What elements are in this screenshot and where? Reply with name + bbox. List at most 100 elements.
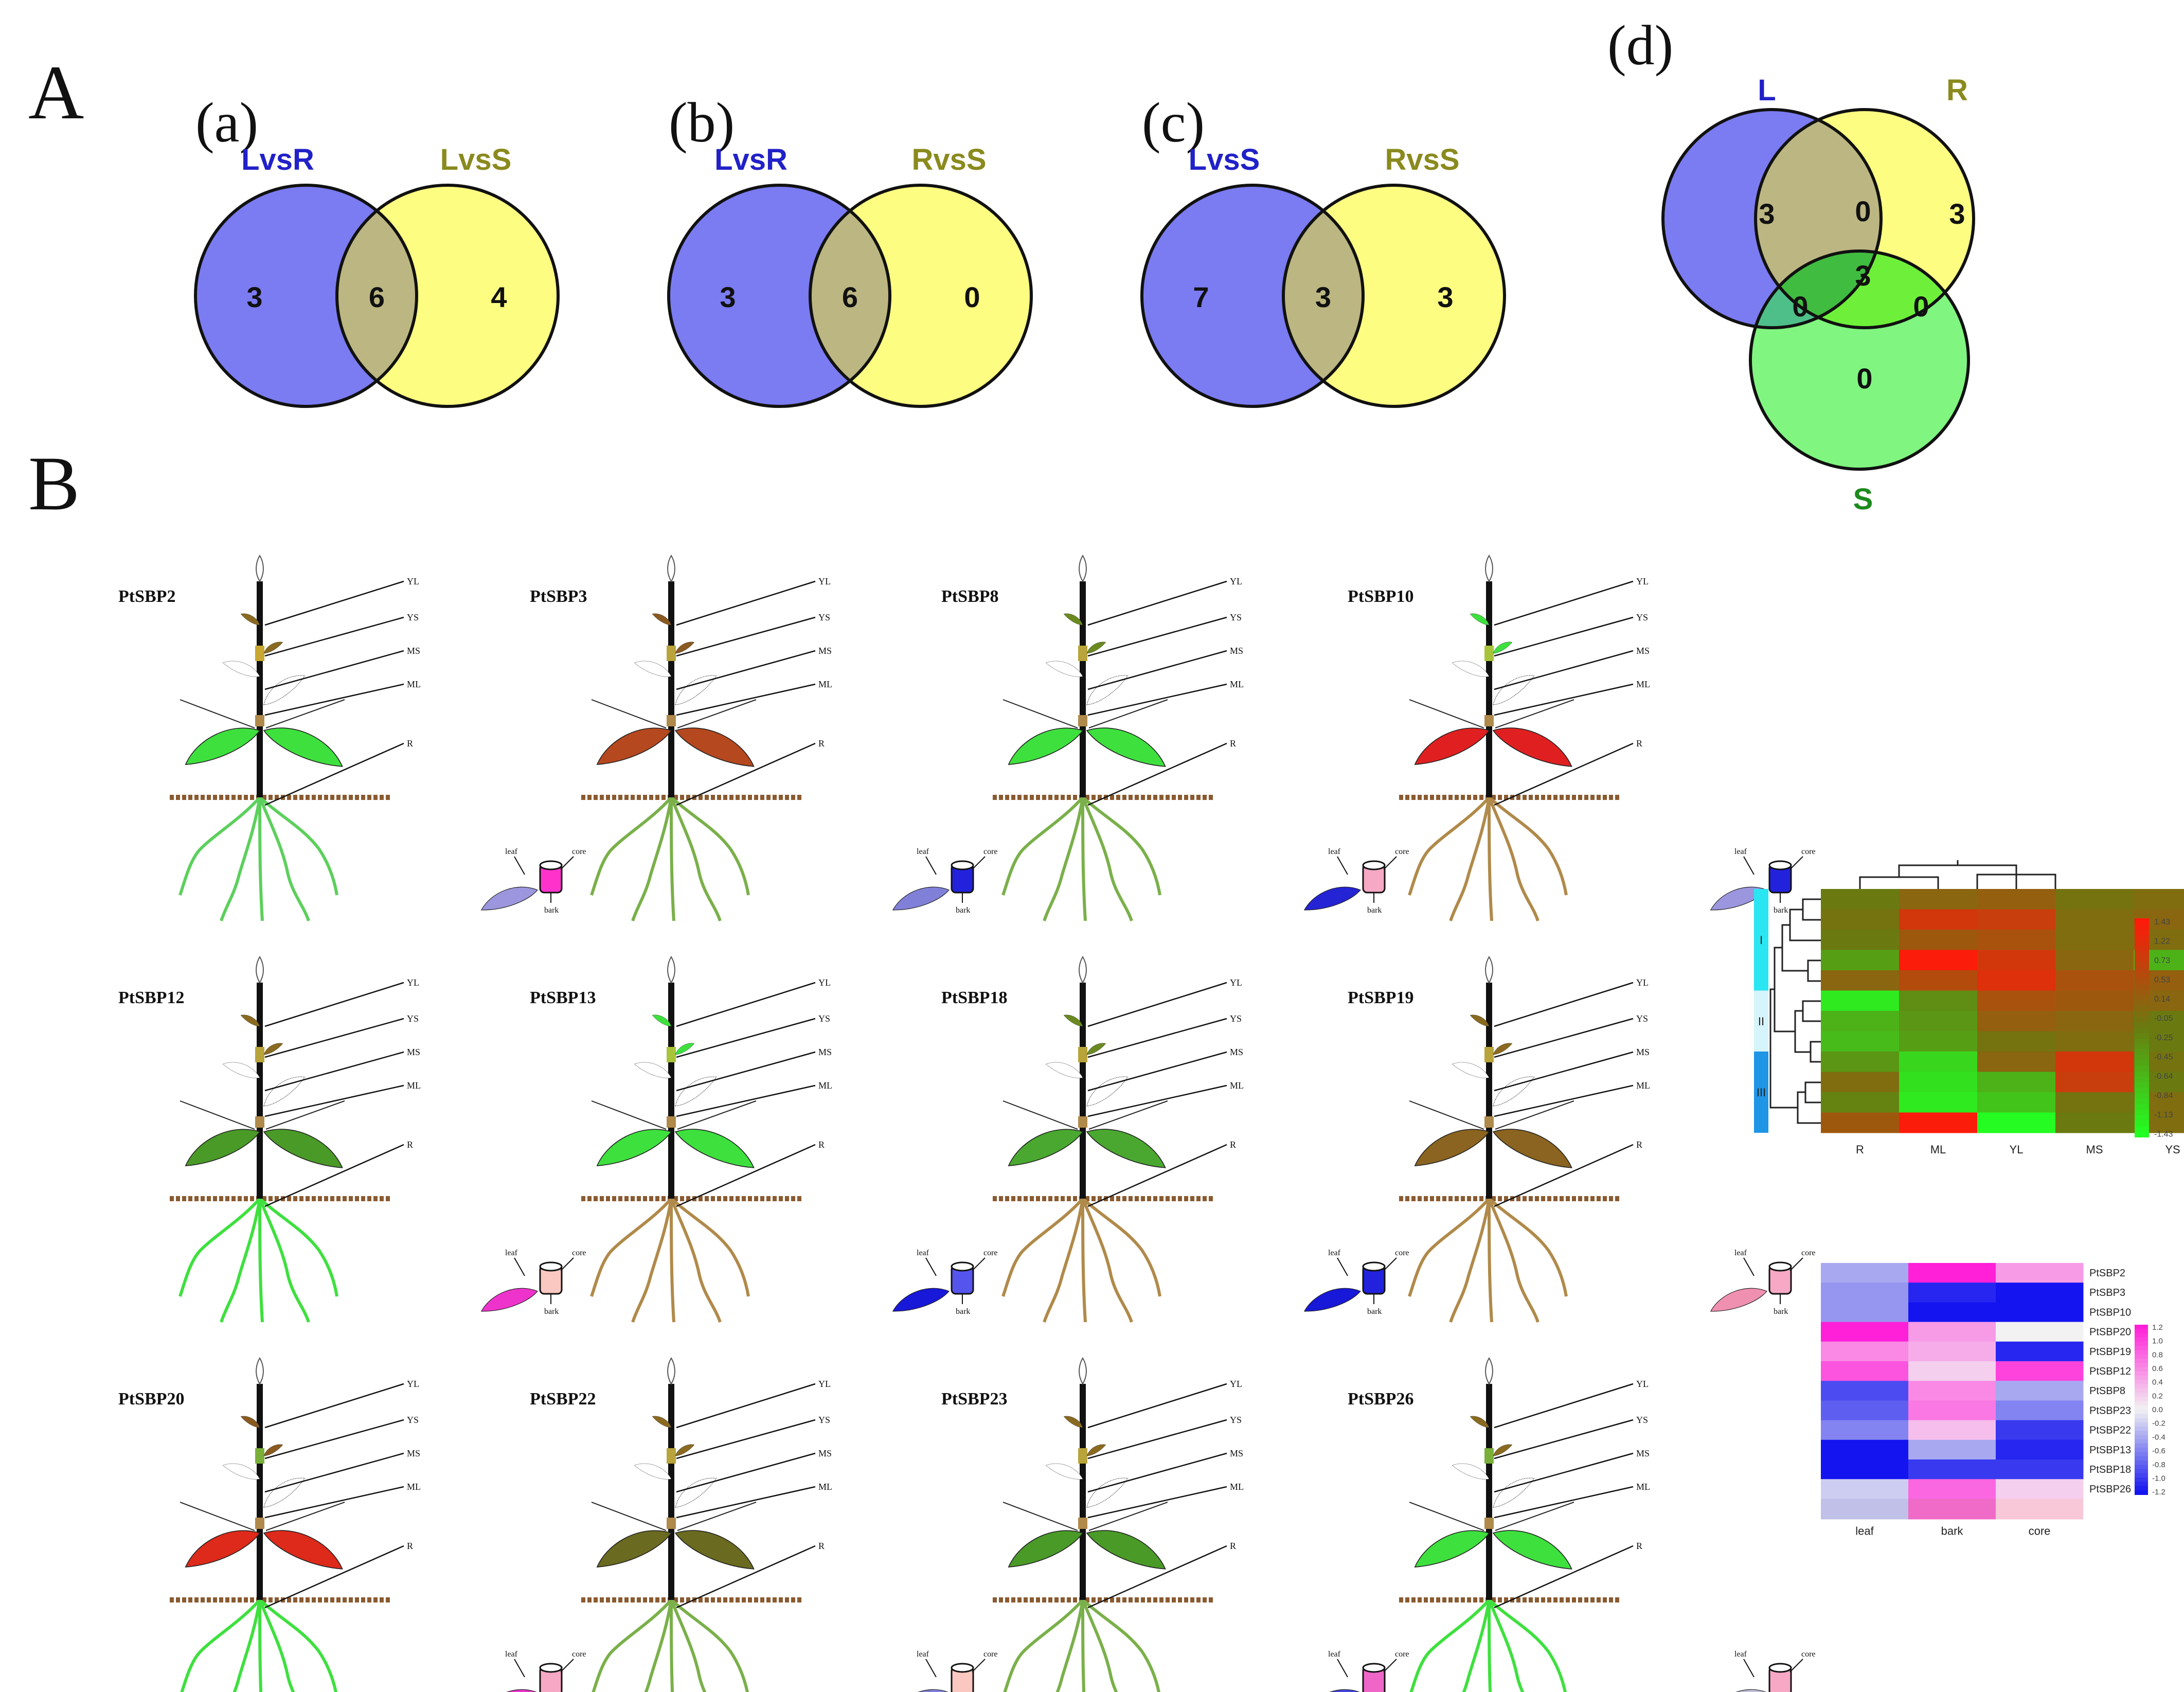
row-label: PtSBP22: [2089, 1425, 2131, 1436]
legend-swatch: [2135, 1038, 2149, 1045]
leaf-veins: [591, 1502, 757, 1531]
young-leaf-left: [1063, 1416, 1083, 1428]
legend-swatch: [2135, 1354, 2148, 1359]
legend-tick: -0.8: [2152, 1461, 2165, 1469]
tissue-label-bark: bark: [1774, 1307, 1788, 1316]
root-system: [180, 1598, 337, 1692]
heatmap-cell: [1821, 1381, 1909, 1401]
mature-leaf-left: [1008, 1129, 1084, 1166]
gene-name: PtSBP19: [1348, 988, 1413, 1007]
mature-stem-segment: [1078, 715, 1087, 726]
middle-leaf-left: [1045, 1062, 1083, 1078]
young-leaf-left: [1063, 1014, 1083, 1027]
heatmap-cell: [1821, 1011, 1900, 1031]
plant-PtSBP20: PtSBP20YLYSMSMLRleafcorebark: [118, 1357, 586, 1692]
row-label: PtSBP8: [2089, 1385, 2125, 1397]
callout-line: [676, 1383, 816, 1429]
leaf-veins: [591, 1100, 757, 1130]
heatmap-cell: [1908, 1263, 1996, 1283]
heatmap-cell: [2055, 1031, 2134, 1052]
venn-lrs-region: [1756, 251, 1881, 328]
callout-label-ml: ML: [1636, 679, 1650, 689]
legend-swatch: [2135, 934, 2149, 941]
leaf-tissue-shape: [1303, 1689, 1361, 1692]
stem-heatmap: PtSBP2PtSBP3PtSBP10PtSBP20PtSBP19PtSBP12…: [1821, 1263, 2165, 1537]
gene-name: PtSBP10: [1348, 587, 1413, 606]
legend-swatch: [2135, 1131, 2149, 1137]
column-label: R: [1856, 1143, 1864, 1156]
young-leaf-right: [1493, 642, 1513, 654]
venn-right-title: LvsS: [440, 143, 512, 176]
venn-overlap-region: [337, 185, 417, 406]
callout-line: [264, 1486, 404, 1519]
legend-swatch: [2135, 1439, 2148, 1444]
legend-swatch: [2135, 1022, 2149, 1028]
legend-swatch: [2135, 1055, 2149, 1061]
young-leaf-left: [1470, 613, 1490, 626]
callout-line: [676, 1452, 816, 1493]
legend-swatch: [2135, 923, 2149, 930]
column-label: core: [2029, 1524, 2051, 1537]
gene-name: PtSBP23: [941, 1390, 1007, 1409]
legend-swatch: [2135, 1414, 2148, 1419]
young-leaf-right: [263, 1043, 283, 1055]
callout-label-yl: YL: [1636, 977, 1649, 988]
mature-stem-segment: [667, 715, 676, 726]
callout-label-yl: YL: [1636, 576, 1649, 586]
legend-swatch: [2135, 1006, 2149, 1012]
legend-swatch: [2135, 1371, 2148, 1376]
legend-swatch: [2135, 1333, 2148, 1338]
tissue-label-bark: bark: [544, 906, 559, 915]
legend-tick: 0.4: [2152, 1378, 2163, 1387]
gene-name: PtSBP2: [118, 587, 175, 606]
young-leaf-right: [263, 1444, 283, 1456]
leaf-tissue-shape: [1710, 1288, 1767, 1312]
leaf-tissue-shape: [480, 1288, 538, 1312]
heatmap-cell: [1821, 970, 1900, 991]
legend-tick: -0.64: [2154, 1072, 2173, 1081]
young-stem-segment: [1484, 1448, 1494, 1464]
heatmap-cell: [1821, 1439, 1909, 1460]
heatmap-cell: [2055, 1052, 2134, 1072]
heatmap-cell: [1996, 1400, 2084, 1421]
tissue-callouts: [1337, 1659, 1397, 1678]
tissue-label-leaf: leaf: [1734, 1249, 1747, 1257]
gene-name: PtSBP20: [118, 1390, 184, 1409]
heatmap-cell: [1996, 1341, 2084, 1362]
core-cylinder-top: [539, 1261, 563, 1272]
heatmap-cell: [1977, 950, 2056, 971]
gene-name: PtSBP26: [1348, 1390, 1413, 1409]
young-leaf-left: [240, 1014, 260, 1027]
mature-leaf-right: [674, 727, 755, 767]
heatmap-cell: [1899, 930, 1978, 950]
callout-line: [264, 1419, 404, 1459]
legend-swatch: [2135, 1401, 2148, 1406]
young-leaf-left: [652, 613, 672, 626]
middle-leaf-right: [675, 1076, 717, 1107]
heatmap-cell: [1821, 1420, 1909, 1440]
middle-leaf-left: [1045, 1463, 1083, 1480]
heatmap-cell: [1996, 1381, 2084, 1401]
root-system: [178, 796, 338, 921]
venn-right-count: 0: [964, 281, 980, 313]
leaf-veins: [180, 699, 345, 728]
legend-swatch: [2135, 973, 2149, 979]
root-system: [590, 1197, 750, 1323]
row-label: PtSBP12: [2089, 1366, 2131, 1377]
callout-label-r: R: [1636, 1139, 1642, 1150]
heatmap-cell: [1821, 950, 1900, 971]
legend-tick: 0.53: [2154, 975, 2170, 984]
heatmap-cell: [1996, 1439, 2084, 1460]
middle-leaf-right: [263, 675, 306, 705]
callout-label-ys: YS: [818, 1013, 830, 1024]
young-leaf-left: [240, 1416, 260, 1428]
tissue-callouts: [1337, 1257, 1397, 1304]
count-lrs: 3: [1855, 259, 1871, 292]
callout-line: [1494, 1084, 1634, 1117]
